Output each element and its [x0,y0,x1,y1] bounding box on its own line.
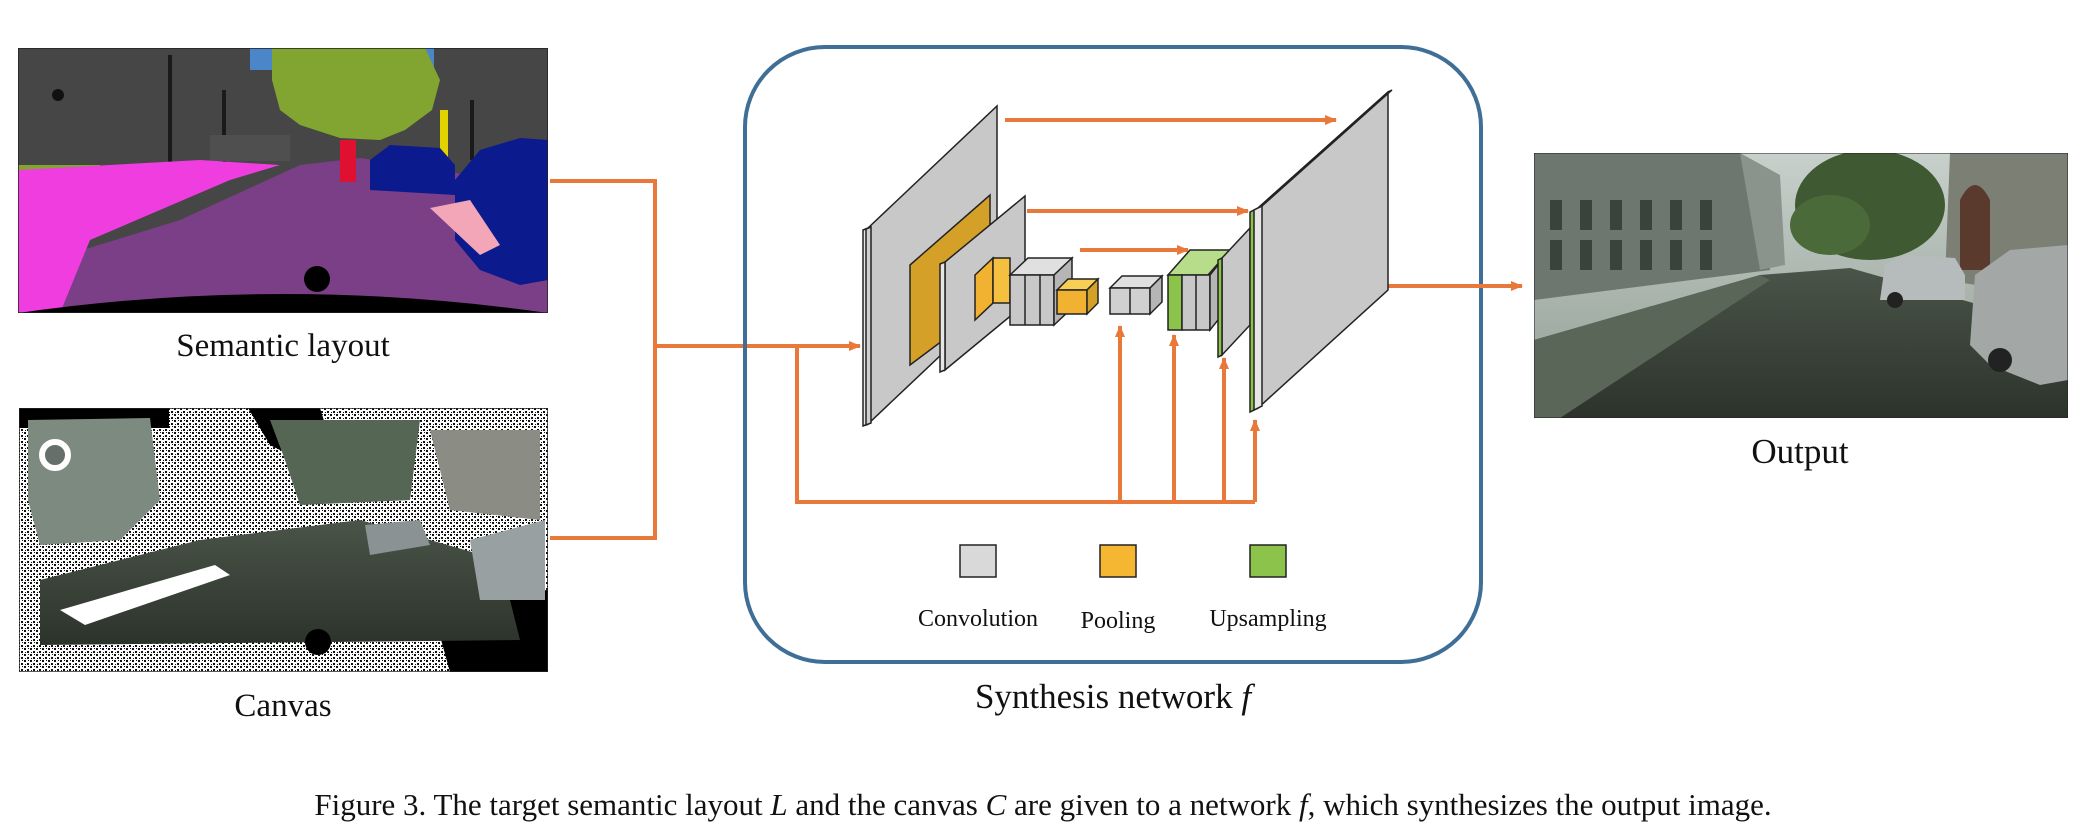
canvas-label: Canvas [234,688,331,724]
merge-bracket [550,179,657,540]
pool-layer-3 [1056,289,1088,315]
legend-label-pooling: Pooling [1081,608,1156,634]
semantic-layout-image [18,48,548,313]
pool-layer-2 [992,257,1011,304]
network-box [743,45,1483,664]
input-connectors [550,179,861,540]
skip-connections [795,115,1523,504]
decoder-layers [1108,89,1393,414]
upsample-layer-1 [1167,274,1183,331]
legend-label-convolution: Convolution [918,606,1038,632]
legend: Convolution Pooling Upsampling [918,544,1327,634]
network-title: Synthesis network f [975,677,1255,716]
output-conv-layer [1257,90,1389,410]
legend-swatch-pooling [1099,544,1137,578]
legend-swatch-upsampling [1249,544,1287,578]
output-label: Output [1751,432,1849,471]
conv-layer-3 [1009,274,1055,326]
canvas-image [19,408,548,672]
encoder-layers [862,104,1100,428]
upsample-layer-2 [1217,256,1223,359]
figure-caption: Figure 3. The target semantic layout L a… [314,787,1771,822]
semantic-layout-label: Semantic layout [176,328,390,364]
output-image [1534,153,2068,418]
legend-label-upsampling: Upsampling [1209,606,1326,632]
legend-swatch-convolution [959,544,997,578]
